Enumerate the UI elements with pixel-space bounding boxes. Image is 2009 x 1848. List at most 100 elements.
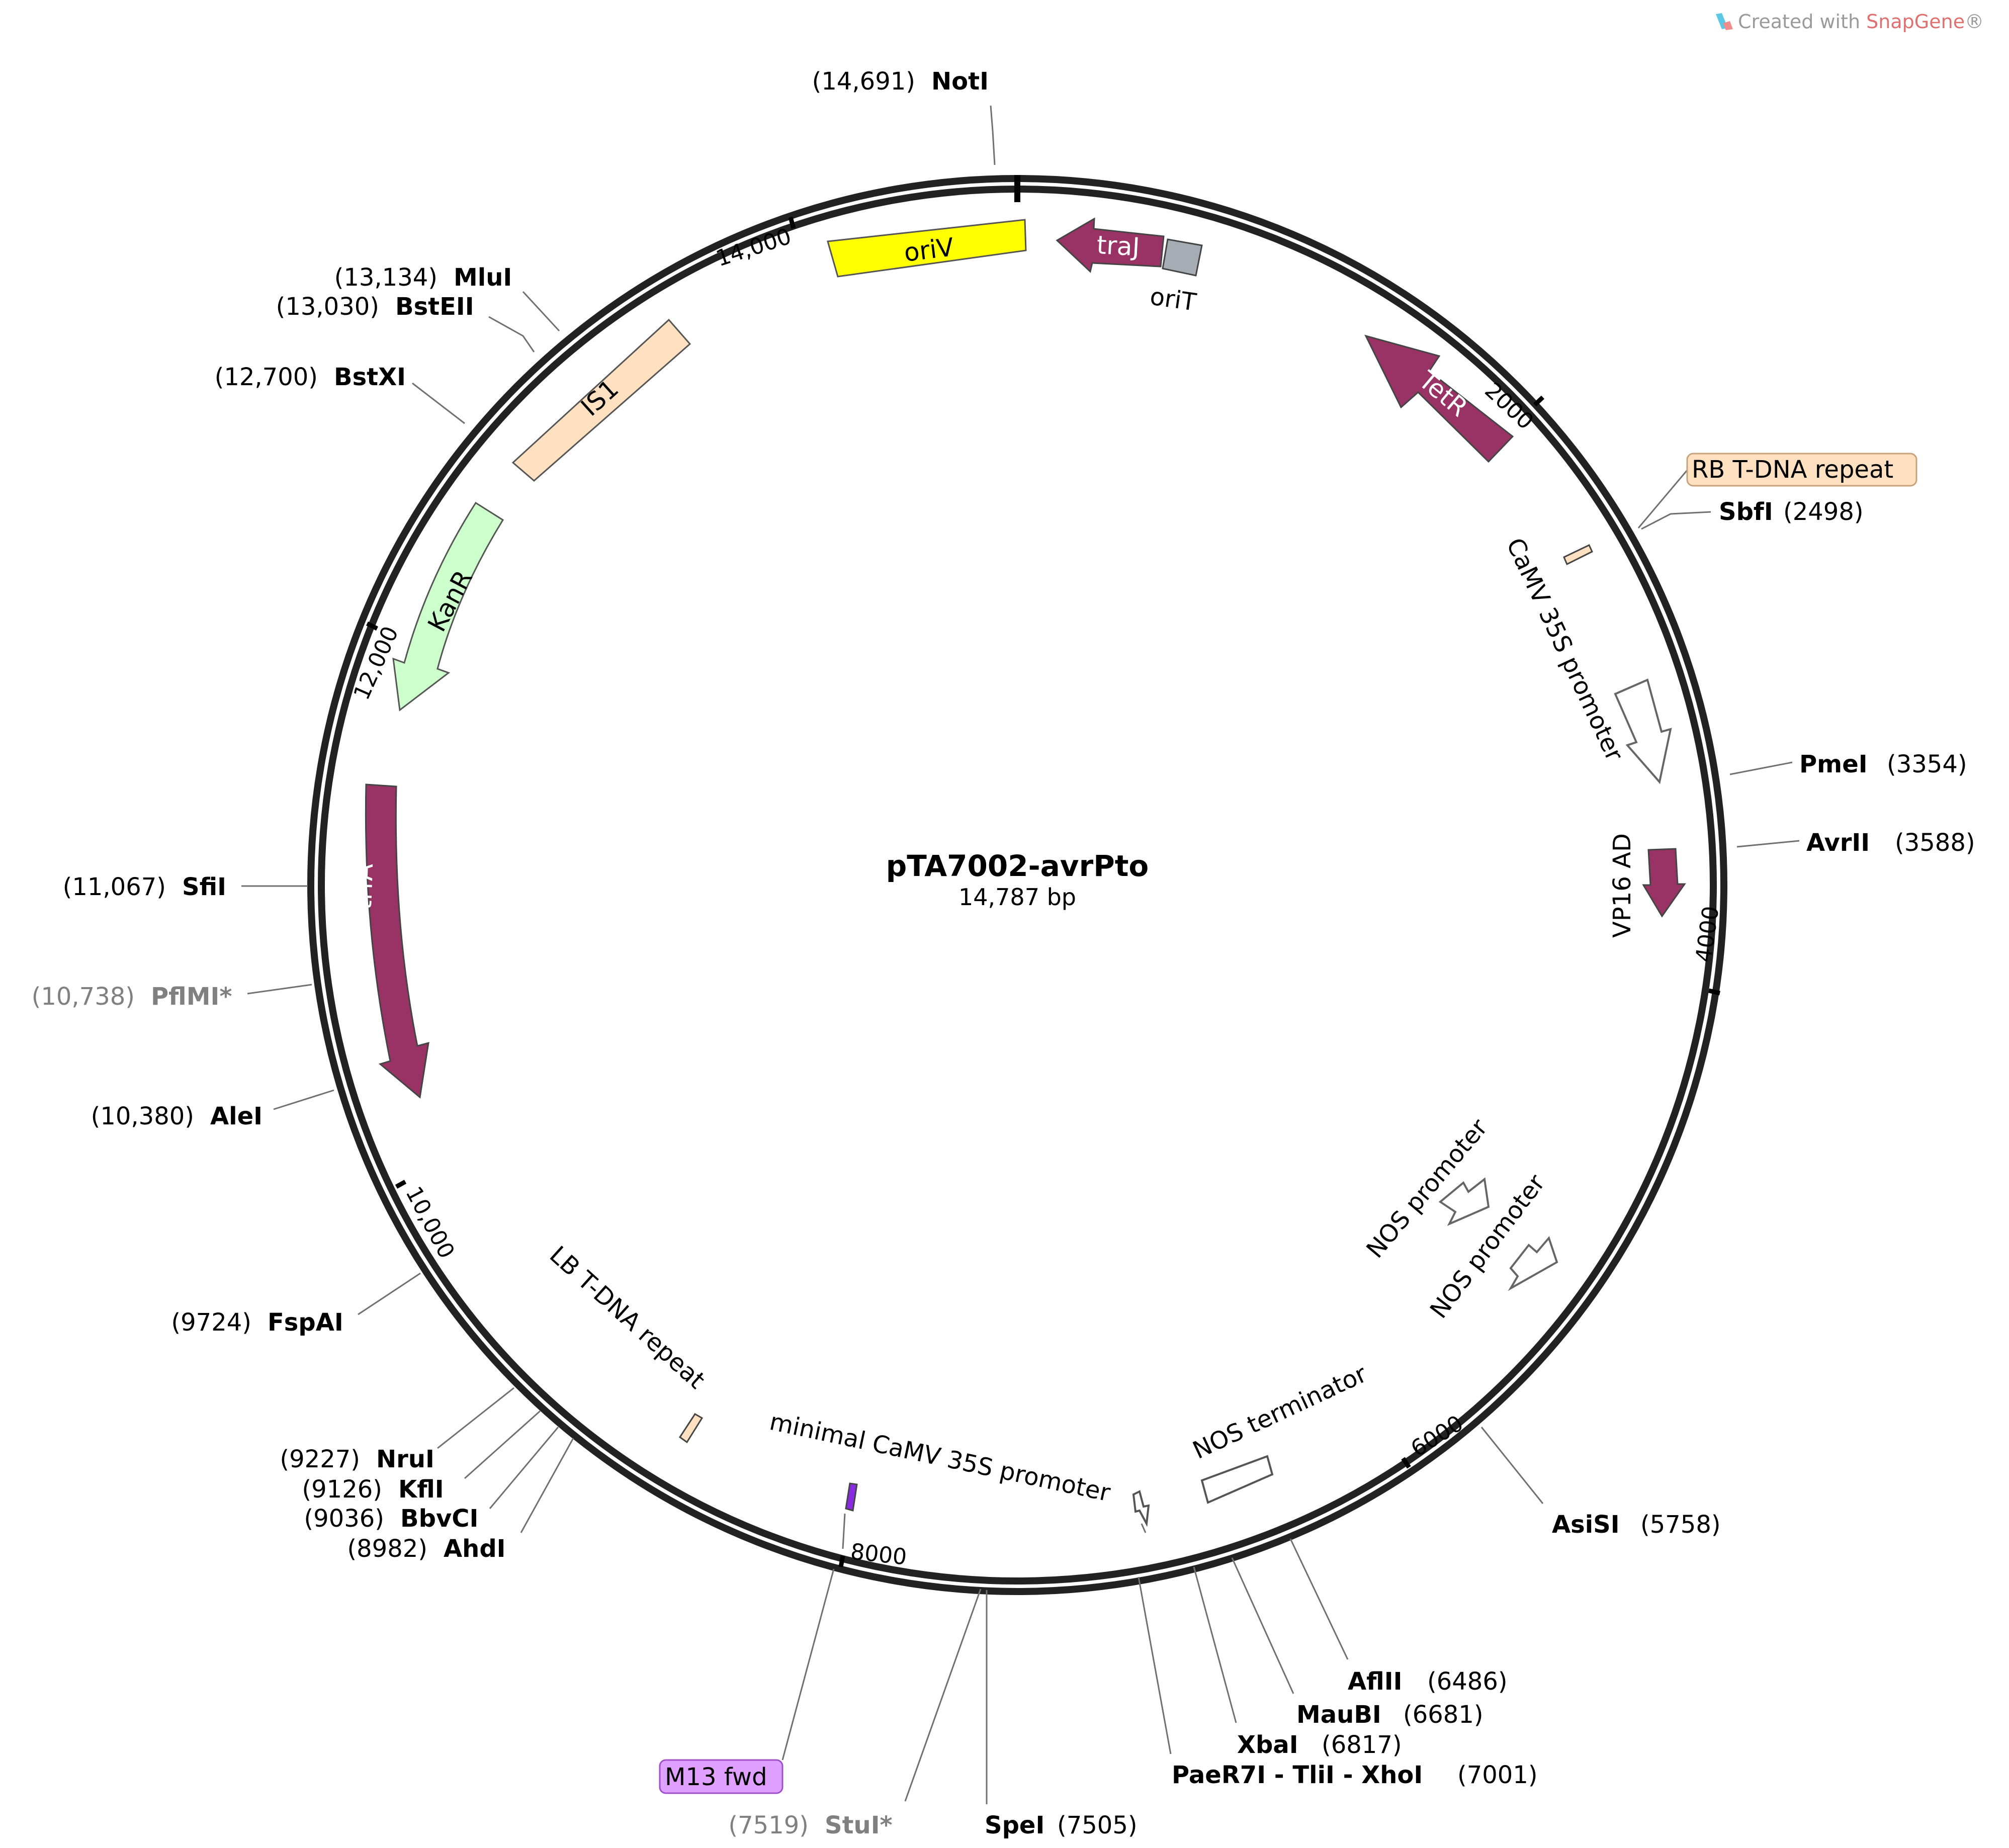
leader-BstEII [488,316,535,353]
site-FspAI-pos: (9724) [171,1308,251,1337]
site-PflMI[interactable]: (10,738) PflMI* [32,983,312,1011]
snapgene-credit[interactable]: Created with SnapGene® [1716,11,1984,33]
feature-RB-T-DNA-repeat-label: RB T-DNA repeat [1692,456,1893,484]
feature-CaMV-35S-promoter[interactable]: CaMV 35S promoter [1501,534,1672,784]
feature-LB-T-DNA-repeat-shape [678,1413,704,1444]
feature-NOS-promoter-1[interactable]: NOS promoter [1361,1113,1493,1263]
site-SfiI[interactable]: (11,067) SfiI [63,873,308,901]
site-SpeI-name: SpeI [985,1811,1044,1839]
feature-KanR[interactable]: KanR [392,501,504,712]
site-StuI-name: StuI* [825,1811,893,1839]
site-MauBI-name: MauBI [1296,1701,1381,1729]
feature-M13-fwd-label-box [659,1759,783,1794]
site-BstXI[interactable]: (12,700) BstXI [215,363,465,424]
site-SfiI-name: SfiI [182,873,226,901]
feature-NOS-promoter-2[interactable]: NOS promoter [1425,1169,1558,1324]
site-FspAI[interactable]: (9724) FspAI [171,1272,421,1337]
site-MauBI-pos: (6681) [1403,1701,1483,1729]
site-BbvCI-pos: (9036) [304,1505,384,1533]
site-NotI-pos: (14,691) [812,67,915,96]
site-FspAI-name: FspAI [268,1308,343,1337]
site-PaeR7I-TliI-XhoI-name: PaeR7I - TliI - XhoI [1172,1761,1423,1789]
site-KflI[interactable]: (9126) KflI [302,1410,541,1504]
feature-RB-T-DNA-repeat-label-box [1686,453,1917,487]
feature-IS1-shape [511,318,691,482]
site-SbfI[interactable]: SbfI (2498) [1641,498,1864,530]
leader-PflMI [247,984,312,995]
site-NruI-name: NruI [376,1445,434,1473]
leader-BbvCI [489,1427,559,1509]
site-KflI-name: KflI [398,1475,444,1504]
feature-NOS-terminator[interactable]: NOS terminator [1188,1360,1371,1504]
feature-trfA[interactable]: trfA [348,783,429,1099]
svg-text:Created with SnapGene®: Created with SnapGene® [1738,11,1984,33]
leader-MluI [522,291,560,332]
feature-LB-T-DNA-repeat[interactable]: LB T-DNA repeat [544,1241,711,1444]
site-BstEII-name: BstEII [395,293,474,321]
site-SpeI[interactable]: SpeI (7505) [985,1590,1138,1839]
feature-oriT-label: oriT [1148,282,1198,316]
leader-XbaI [1193,1566,1237,1723]
site-AhdI[interactable]: (8982) AhdI [347,1438,574,1563]
feature-oriV-label: oriV [902,232,955,268]
feature-trfA-shape [365,783,429,1099]
site-XbaI[interactable]: XbaI (6817) [1193,1566,1402,1759]
site-PflMI-pos: (10,738) [32,983,135,1011]
leader-MauBI [1231,1557,1294,1694]
site-AflII-pos: (6486) [1427,1667,1508,1696]
credit-brand: SnapGene [1866,11,1965,33]
site-AleI-pos: (10,380) [91,1102,194,1130]
feature-LB-T-DNA-repeat-label: LB T-DNA repeat [544,1241,711,1394]
site-PaeR7I-TliI-XhoI[interactable]: PaeR7I - TliI - XhoI (7001) [1138,1576,1538,1789]
site-BbvCI[interactable]: (9036) BbvCI [304,1427,559,1533]
feature-RB-T-DNA-repeat-shape [1563,544,1593,566]
site-BstEII[interactable]: (13,030) BstEII [276,293,535,353]
feature-M13-fwd-shape [845,1482,858,1512]
tick-10000-mark [395,1180,407,1189]
site-PflMI-name: PflMI* [151,983,232,1011]
site-MluI-name: MluI [454,263,512,292]
site-BbvCI-name: BbvCI [400,1505,478,1533]
site-NotI[interactable]: (14,691) NotI [812,67,996,165]
site-MluI-pos: (13,134) [334,263,438,292]
site-AflII-name: AflII [1348,1667,1402,1696]
feature-M13-fwd[interactable]: M13 fwd [659,1482,858,1794]
site-MluI[interactable]: (13,134) MluI [334,263,560,332]
site-AsiSI-pos: (5758) [1640,1511,1721,1539]
site-BstXI-name: BstXI [334,363,406,391]
tick-12000-mark [366,621,379,631]
feature-RB-T-DNA-repeat[interactable]: RB T-DNA repeat [1563,453,1917,566]
feature-oriT[interactable]: oriT [1148,238,1203,317]
leader-StuI [904,1589,982,1802]
feature-VP16-AD[interactable]: VP16 AD [1608,833,1686,938]
plasmid-size: 14,787 bp [958,884,1076,911]
site-AvrII-name: AvrII [1806,829,1870,857]
site-NruI-pos: (9227) [280,1445,360,1473]
feature-minimal-CaMV-35S-promoter-shape [1132,1490,1150,1527]
site-StuI[interactable]: (7519) StuI* [728,1589,982,1839]
site-PmeI[interactable]: PmeI (3354) [1729,750,1967,778]
feature-NOS-promoter-1-shape [1438,1177,1490,1226]
feature-traJ[interactable]: traJ [1056,217,1165,273]
site-AhdI-name: AhdI [444,1535,506,1563]
site-AvrII[interactable]: AvrII (3588) [1736,829,1975,857]
site-AleI[interactable]: (10,380) AleI [91,1089,334,1130]
feature-oriV[interactable]: oriV [827,219,1027,278]
site-AhdI-pos: (8982) [347,1535,427,1563]
feature-traJ-shape [1056,217,1165,273]
feature-minimal-CaMV-35S-promoter[interactable]: minimal CaMV 35S promoter [767,1407,1150,1533]
feature-IS1[interactable]: IS1 [511,318,691,482]
site-AflII[interactable]: AflII (6486) [1289,1538,1508,1696]
site-SpeI-pos: (7505) [1057,1811,1138,1839]
feature-TetR[interactable]: TetR [1364,334,1514,463]
feature-M13-fwd-label: M13 fwd [665,1763,767,1791]
site-NruI[interactable]: (9227) NruI [280,1387,514,1473]
feature-oriT-shape [1162,238,1203,277]
site-MauBI[interactable]: MauBI (6681) [1231,1557,1483,1729]
feature-KanR-shape [392,501,504,712]
features: oriV traJ oriT TetR RB T-DNA repeat CaMV [348,217,1917,1794]
site-AsiSI[interactable]: AsiSI (5758) [1480,1427,1721,1539]
site-BstEII-pos: (13,030) [276,293,379,321]
feature-NOS-terminator-label: NOS terminator [1188,1360,1371,1465]
